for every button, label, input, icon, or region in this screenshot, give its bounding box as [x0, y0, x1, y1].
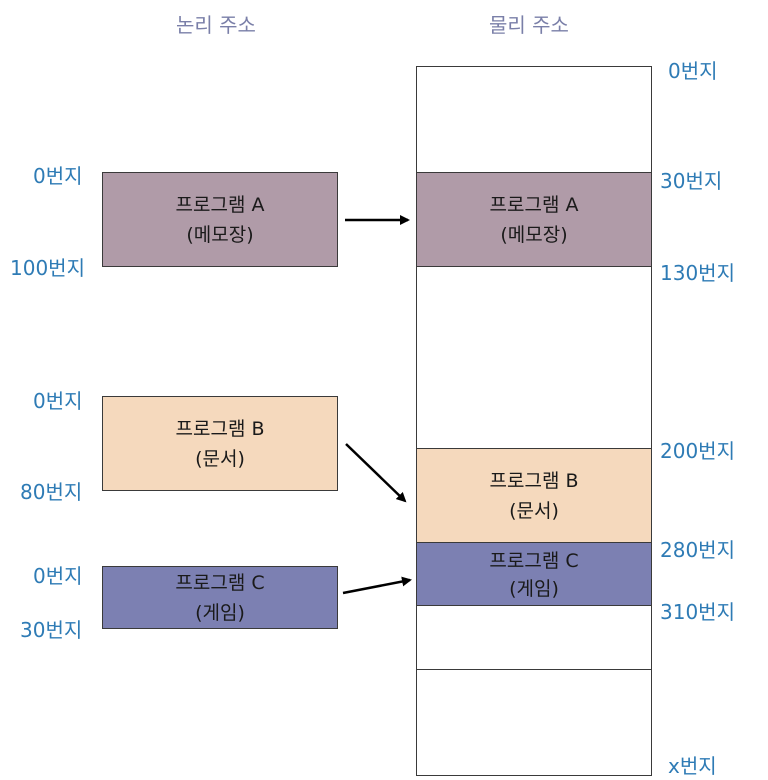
- physical-program-b-box: 프로그램 B (문서): [416, 448, 652, 543]
- program-c-title: 프로그램 C: [175, 571, 265, 594]
- logical-program-b-box: 프로그램 B (문서): [102, 396, 338, 491]
- logical-b-end-label: 80번지: [20, 480, 83, 504]
- logical-program-a-box: 프로그램 A (메모장): [102, 172, 338, 267]
- logical-b-start-label: 0번지: [33, 389, 83, 413]
- program-c-subtitle: (게임): [195, 601, 245, 624]
- logical-address-header: 논리 주소: [176, 13, 256, 37]
- logical-c-end-label: 30번지: [20, 618, 83, 642]
- physical-x-label: x번지: [668, 754, 717, 778]
- physical-310-label: 310번지: [660, 600, 735, 624]
- physical-30-label: 30번지: [660, 169, 723, 193]
- physical-program-c-subtitle: (게임): [509, 578, 559, 600]
- program-b-title: 프로그램 B: [175, 417, 265, 440]
- physical-program-a-box: 프로그램 A (메모장): [416, 172, 652, 267]
- arrow-program-c: [342, 576, 412, 595]
- physical-200-label: 200번지: [660, 439, 735, 463]
- logical-a-start-label: 0번지: [33, 164, 83, 188]
- arrow-program-b: [345, 443, 407, 503]
- program-a-subtitle: (메모장): [186, 223, 254, 246]
- physical-program-c-title: 프로그램 C: [489, 550, 579, 572]
- physical-program-b-title: 프로그램 B: [489, 469, 579, 492]
- physical-address-header: 물리 주소: [489, 13, 569, 37]
- physical-program-a-subtitle: (메모장): [500, 223, 568, 246]
- physical-280-label: 280번지: [660, 538, 735, 562]
- memory-divider-line: [416, 669, 652, 670]
- physical-program-c-box: 프로그램 C (게임): [416, 542, 652, 606]
- program-b-subtitle: (문서): [195, 447, 245, 470]
- physical-130-label: 130번지: [660, 261, 735, 285]
- physical-0-label: 0번지: [668, 59, 718, 83]
- logical-a-end-label: 100번지: [10, 256, 85, 280]
- program-a-title: 프로그램 A: [175, 193, 265, 216]
- logical-c-start-label: 0번지: [33, 564, 83, 588]
- physical-program-a-title: 프로그램 A: [489, 193, 579, 216]
- physical-program-b-subtitle: (문서): [509, 499, 559, 522]
- logical-program-c-box: 프로그램 C (게임): [102, 566, 338, 629]
